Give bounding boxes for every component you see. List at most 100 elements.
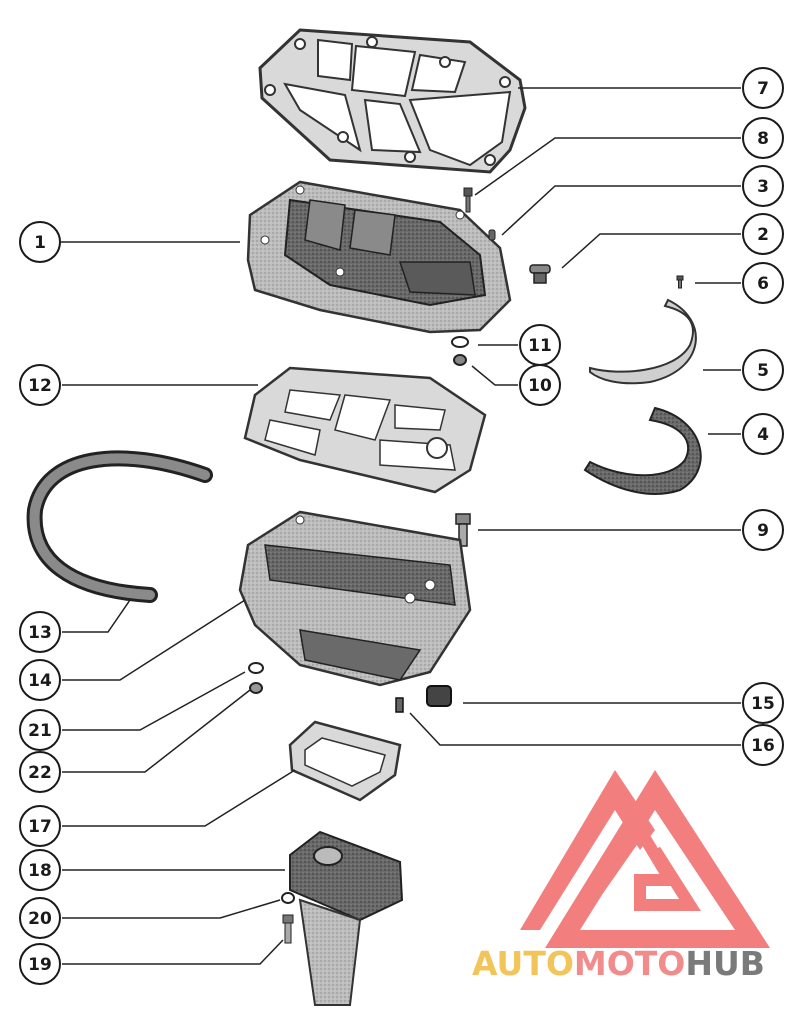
callout-circle (19, 659, 61, 701)
part-5-seal (589, 298, 697, 385)
part-9-bolt (455, 513, 471, 547)
watermark-auto: AUTO (472, 944, 574, 983)
watermark-moto: MOTO (573, 944, 686, 983)
callout-6: 6 (742, 262, 784, 304)
part-8-screw (463, 187, 473, 213)
part-16-fitting (395, 697, 404, 713)
callout-5: 5 (742, 349, 784, 391)
callout-19: 19 (19, 943, 61, 985)
part-3-washer (488, 229, 496, 241)
callout-number: 22 (28, 763, 52, 783)
leader-19 (62, 939, 284, 965)
callout-21: 21 (19, 709, 61, 751)
callout-11: 11 (519, 324, 561, 366)
callout-circle (742, 413, 784, 455)
callout-circle (742, 724, 784, 766)
callout-2: 2 (742, 213, 784, 255)
callout-1: 1 (19, 221, 61, 263)
leader-17 (62, 769, 296, 827)
callout-circle (19, 751, 61, 793)
callout-10: 10 (519, 364, 561, 406)
callout-circle (742, 117, 784, 159)
callout-9: 9 (742, 509, 784, 551)
callout-8: 8 (742, 117, 784, 159)
callout-number: 21 (28, 721, 52, 741)
callout-circle (742, 67, 784, 109)
callout-circle (519, 324, 561, 366)
callout-13: 13 (19, 611, 61, 653)
callout-circle (19, 897, 61, 939)
callout-number: 2 (757, 225, 769, 245)
callout-circle (742, 262, 784, 304)
leader-10 (471, 365, 518, 386)
leader-14 (62, 599, 246, 681)
leader-lines (60, 87, 741, 965)
callout-number: 13 (28, 623, 52, 643)
leader-16 (409, 712, 741, 746)
callout-number: 15 (751, 694, 775, 714)
callout-number: 16 (751, 736, 775, 756)
callout-15: 15 (742, 682, 784, 724)
part-21-washer (248, 662, 264, 674)
callout-number: 19 (28, 955, 52, 975)
leader-21 (62, 671, 246, 731)
part-1-upper-housing (246, 180, 512, 334)
callout-number: 17 (28, 817, 52, 837)
leader-22 (62, 689, 251, 773)
watermark-text: AUTOMOTOHUB (472, 944, 798, 984)
part-14-lower-housing (238, 510, 472, 687)
callout-18: 18 (19, 849, 61, 891)
callout-14: 14 (19, 659, 61, 701)
watermark-logo (520, 770, 770, 948)
leader-2 (561, 233, 741, 269)
leader-8 (474, 137, 741, 196)
leader-13 (62, 599, 131, 633)
callout-circle (742, 509, 784, 551)
callout-22: 22 (19, 751, 61, 793)
callout-number: 12 (28, 376, 52, 396)
callout-circle (19, 805, 61, 847)
leader-20 (62, 899, 281, 919)
callout-12: 12 (19, 364, 61, 406)
callout-circle (742, 165, 784, 207)
leader-3 (501, 185, 741, 236)
part-13-hose (26, 450, 213, 603)
part-4-seal (583, 406, 702, 495)
callout-number: 5 (757, 361, 769, 381)
callout-17: 17 (19, 805, 61, 847)
part-19-bolt (282, 914, 294, 944)
part-22-nut (249, 682, 263, 694)
callout-circle (19, 364, 61, 406)
callout-number: 4 (757, 425, 769, 445)
callout-number: 11 (528, 336, 552, 356)
part-2-plug (529, 264, 551, 284)
callout-circle (19, 943, 61, 985)
part-10-nut (453, 354, 467, 366)
callout-circle (742, 349, 784, 391)
callout-number: 3 (757, 177, 769, 197)
callout-circle (742, 213, 784, 255)
callout-circle (19, 611, 61, 653)
callout-number: 7 (757, 79, 769, 99)
callout-number: 18 (28, 861, 52, 881)
part-6-screw (676, 275, 684, 289)
callout-circle (19, 221, 61, 263)
part-12-gasket-middle (243, 366, 487, 494)
callout-number: 14 (28, 671, 52, 691)
callout-16: 16 (742, 724, 784, 766)
part-11-washer (451, 336, 469, 348)
callout-number: 10 (528, 376, 552, 396)
part-15-cup (426, 685, 452, 707)
callout-7: 7 (742, 67, 784, 109)
callout-number: 9 (757, 521, 769, 541)
callout-4: 4 (742, 413, 784, 455)
callout-number: 6 (757, 274, 769, 294)
part-17-gasket-small (288, 720, 402, 802)
callout-circle (742, 682, 784, 724)
part-20-washer (281, 892, 295, 904)
callout-circle (19, 849, 61, 891)
callout-20: 20 (19, 897, 61, 939)
callout-number: 1 (34, 233, 46, 253)
callout-3: 3 (742, 165, 784, 207)
